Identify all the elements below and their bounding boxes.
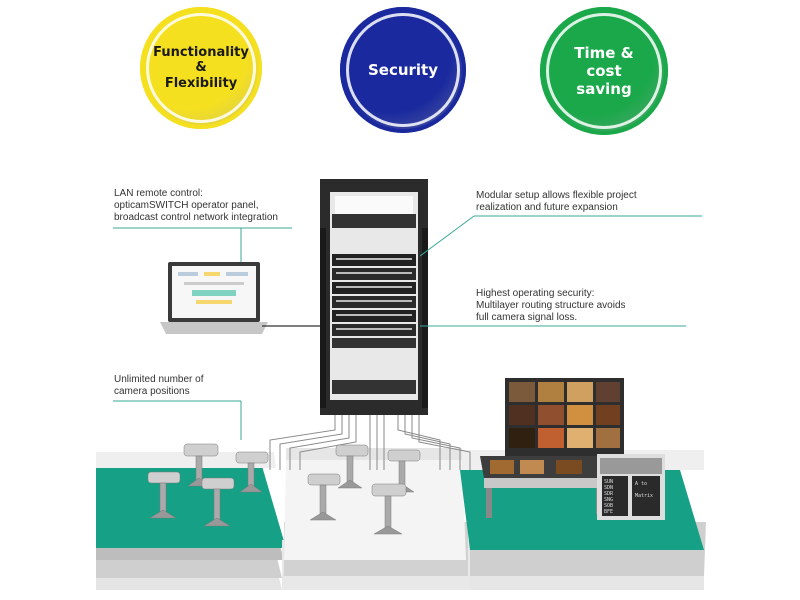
cameras (147, 443, 421, 535)
control-room: SUN SDN SDR SNG SOB BFE A to Matrix (480, 378, 665, 520)
camera (183, 443, 219, 487)
camera (147, 471, 181, 519)
badge-ring (546, 13, 662, 129)
camera (335, 444, 369, 489)
badge-label: Functionality & Flexibility (153, 44, 249, 91)
badge-ring (346, 13, 460, 127)
badge-label: Time & cost saving (574, 44, 634, 98)
panel-label: SOB (604, 503, 613, 509)
operating-security-note: Highest operating security: Multilayer r… (476, 288, 626, 323)
modular-setup-note: Modular setup allows flexible project re… (476, 190, 637, 213)
panel-label: SNG (604, 497, 613, 503)
camera (201, 477, 235, 527)
panel-label: SUN (604, 479, 613, 485)
security-badge: Security (340, 7, 466, 133)
annotation-leaders (113, 215, 702, 440)
left-platform (96, 452, 286, 590)
panel-label: SDN (604, 485, 613, 491)
center-platform (282, 448, 470, 590)
camera (235, 451, 269, 493)
camera (387, 449, 421, 493)
camera (371, 483, 407, 535)
panel-label: A to (635, 481, 647, 487)
panel-label: Matrix (635, 493, 653, 499)
functionality-flexibility-badge: Functionality & Flexibility (140, 7, 262, 129)
equipment-rack (320, 179, 428, 415)
unlimited-cameras-note: Unlimited number of camera positions (114, 374, 204, 397)
camera-cables (269, 414, 471, 470)
laptop (160, 262, 268, 334)
time-cost-saving-badge: Time & cost saving (540, 7, 668, 135)
lan-remote-control-note: LAN remote control: opticamSWITCH operat… (114, 188, 278, 223)
panel-label: SDR (604, 491, 614, 497)
badge-label: Security (367, 61, 439, 79)
badge-ring (146, 13, 256, 123)
panel-label: BFE (604, 509, 613, 515)
camera (307, 473, 341, 521)
